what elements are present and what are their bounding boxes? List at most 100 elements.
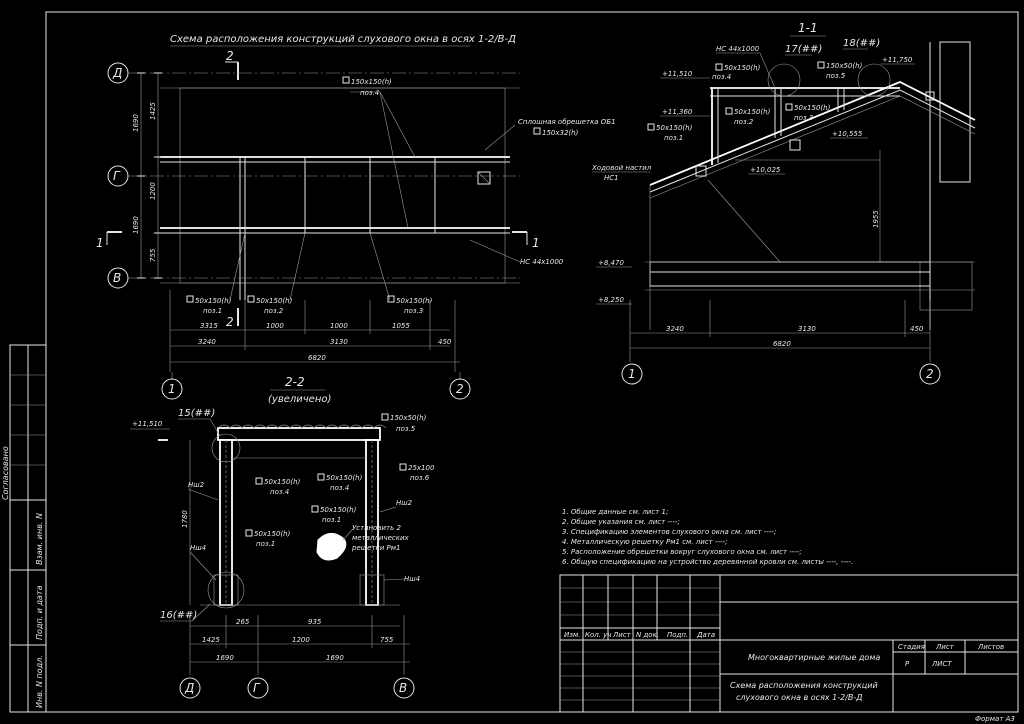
plan-b1-label: 50x150(h) (195, 297, 232, 305)
plan-b3-pos: поз.3 (404, 307, 423, 315)
general-notes: 1. Общие данные см. лист 1; 2. Общие ука… (562, 508, 853, 566)
axis-g-label: Г (113, 169, 121, 183)
plan-hdim-450: 450 (438, 338, 452, 346)
plan-vdim-1690-bottom: 1690 (132, 216, 140, 234)
title-block: Изм. Кол. уч Лист N док. Подп. Дата Мног… (559, 574, 1019, 713)
side-inv-replace-label: Взам. инв. N (35, 513, 44, 565)
section22-b1a-label: 50x150(h) (320, 506, 357, 514)
section11-axis-1-label: 1 (628, 367, 636, 381)
section-1-1: 1-1 НС 44x1000 (591, 21, 976, 385)
side-agreed-label: Согласовано (1, 446, 10, 500)
section11-b1-pos: поз.1 (664, 134, 683, 142)
section22-install-line1: Установить 2 (352, 524, 401, 532)
section22-elev: +11,510 (132, 420, 163, 428)
stamp-header-list: Лист (612, 631, 632, 639)
plan-hdim-3130: 3130 (330, 338, 348, 346)
section22-top-beam-label: 150x50(h) (390, 414, 427, 422)
section22-b1b-pos: поз.1 (256, 540, 275, 548)
note-2: 2. Общие указания см. лист ----; (562, 518, 680, 526)
section22-b6-pos: поз.6 (410, 474, 430, 482)
note-4: 4. Металлическую решетку Рм1 см. лист --… (562, 538, 727, 546)
stamp-sheet-label: Лист (935, 643, 955, 651)
section22-nsh4a: Нш4 (190, 544, 206, 552)
section11-b2-pos: поз.2 (734, 118, 754, 126)
plan-beam-top-pos: поз.4 (360, 89, 379, 97)
side-inv-orig-label: Инв. N подл. (35, 655, 44, 708)
section11-axis-2-label: 2 (926, 367, 934, 381)
section22-b4a-label: 50x150(h) (264, 478, 301, 486)
section11-ns-label: НС 44x1000 (716, 45, 760, 53)
section22-title: 2-2 (285, 375, 305, 389)
section11-elev-11360: +11,360 (662, 108, 693, 116)
stamp-sheet-title-2: слухового окна в осях 1-2/В-Д (736, 693, 863, 702)
section22-hdim-755: 755 (380, 636, 394, 644)
plan-b1-pos: поз.1 (203, 307, 222, 315)
section11-b3-label: 50x150(h) (794, 104, 831, 112)
plan-b3-label: 50x150(h) (396, 297, 433, 305)
stamp-sheet-title-1: Схема расположения конструкций (730, 681, 878, 690)
stamp-header-kol: Кол. уч (585, 631, 611, 639)
plan-section-mark-bottom: 2 (226, 315, 234, 329)
plan-vdim-1425: 1425 (149, 102, 157, 120)
plan-section-mark-top: 2 (226, 49, 234, 63)
section11-hdim-450: 450 (910, 325, 924, 333)
section11-elev-8470: +8,470 (598, 259, 624, 267)
plan-vdim-1690-top: 1690 (132, 114, 140, 132)
section11-elev-11510: +11,510 (662, 70, 693, 78)
section11-b5-pos: поз.5 (826, 72, 846, 80)
section22-install-line3: решетки Рм1 (351, 544, 401, 552)
section22-hdim-935: 935 (308, 618, 322, 626)
section11-b1-label: 50x150(h) (656, 124, 693, 132)
section11-callout-18: 18(##) (843, 38, 880, 49)
section22-axis-v-label: В (399, 681, 407, 695)
section11-axis-1-bubble (621, 363, 643, 385)
section11-hdim-total: 6820 (773, 340, 791, 348)
section22-b4b-pos: поз.4 (330, 484, 349, 492)
section22-axis-g-bubble (247, 677, 269, 699)
section22-callout-15: 15(##) (178, 408, 215, 419)
stamp-header-ndok: N док. (636, 631, 659, 639)
plan-sheathing-label: Сплошная обрешетка ОБ1 (518, 118, 616, 126)
section22-b4a-pos: поз.4 (270, 488, 289, 496)
section22-nsh2b: Нш2 (396, 499, 413, 507)
plan-axis-1-label: 1 (168, 382, 176, 396)
note-3: 3. Спецификацию элементов слухового окна… (562, 528, 776, 536)
format-label: Формат А3 (975, 715, 1015, 723)
stamp-sheets-label: Листов (977, 643, 1004, 651)
axis-v-label: В (113, 271, 121, 285)
side-sign-date-label: Подп. и дата (35, 585, 44, 640)
section11-b2-label: 50x150(h) (734, 108, 771, 116)
plan-b2-label: 50x150(h) (256, 297, 293, 305)
section22-callout-16: 16(##) (160, 610, 197, 621)
section11-height-dim: 1955 (872, 210, 880, 228)
section11-hdim-3240: 3240 (666, 325, 684, 333)
plan-view: Схема расположения конструкций слухового… (96, 34, 616, 400)
section22-b1b-label: 50x150(h) (254, 530, 291, 538)
section22-b1a-pos: поз.1 (322, 516, 341, 524)
section11-b4-pos: поз.4 (712, 73, 731, 81)
axis-d-label: Д (112, 66, 122, 80)
section11-walkway-code: НС1 (604, 174, 619, 182)
section11-b4-label: 50x150(h) (724, 64, 761, 72)
section11-walkway-label: Ходовой настил (591, 164, 652, 172)
plan-title: Схема расположения конструкций слухового… (170, 34, 516, 45)
plan-axis-2-bubble (449, 378, 471, 400)
section22-nsh2a: Нш2 (188, 481, 205, 489)
stamp-header-data: Дата (696, 631, 715, 639)
plan-hdim-1055: 1055 (392, 322, 410, 330)
section22-subtitle: (увеличено) (268, 394, 331, 405)
section11-b5-label: 150x50(h) (826, 62, 863, 70)
plan-cut-mark-right: 1 (532, 236, 540, 250)
note-6: 6. Общую спецификацию на устройство дере… (562, 558, 853, 566)
section22-hdim-1200: 1200 (292, 636, 310, 644)
stamp-sheet-value: ЛИСТ (931, 660, 952, 668)
plan-hdim-total: 6820 (308, 354, 326, 362)
note-1: 1. Общие данные см. лист 1; (562, 508, 668, 516)
plan-axis-1-bubble (161, 378, 183, 400)
stamp-stage-label: Стадия (898, 643, 925, 651)
section11-axis-2-bubble (919, 363, 941, 385)
section11-callout-17: 17(##) (785, 44, 822, 55)
section11-b3-pos: поз.3 (794, 114, 813, 122)
plan-sheathing-size: 150x32(h) (542, 129, 579, 137)
